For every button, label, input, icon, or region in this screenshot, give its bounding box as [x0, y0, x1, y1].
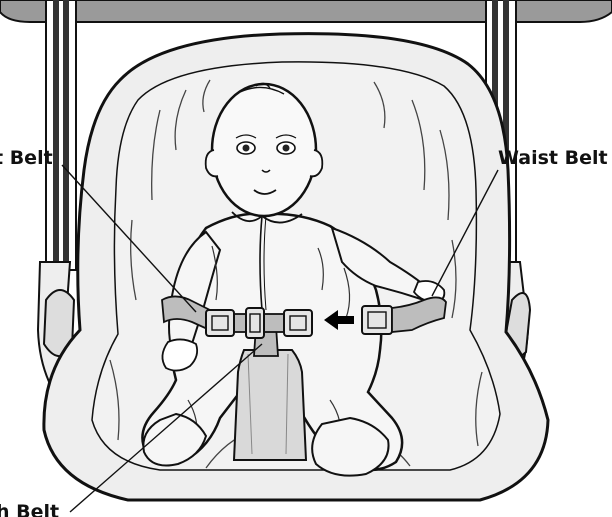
buckle-right [284, 310, 312, 336]
top-frame-band [0, 0, 612, 22]
crotch-strap-pad [234, 350, 306, 460]
left-waist-belt-label: t Belt [0, 149, 53, 168]
buckle-center [246, 308, 264, 338]
right-waist-belt-label: Waist Belt [498, 149, 608, 168]
handle-post-left [46, 0, 76, 270]
baby-head [212, 84, 316, 216]
buckle-detached [362, 306, 392, 334]
crotch-belt-label: h Belt [0, 503, 59, 517]
buckle-left [206, 310, 234, 336]
